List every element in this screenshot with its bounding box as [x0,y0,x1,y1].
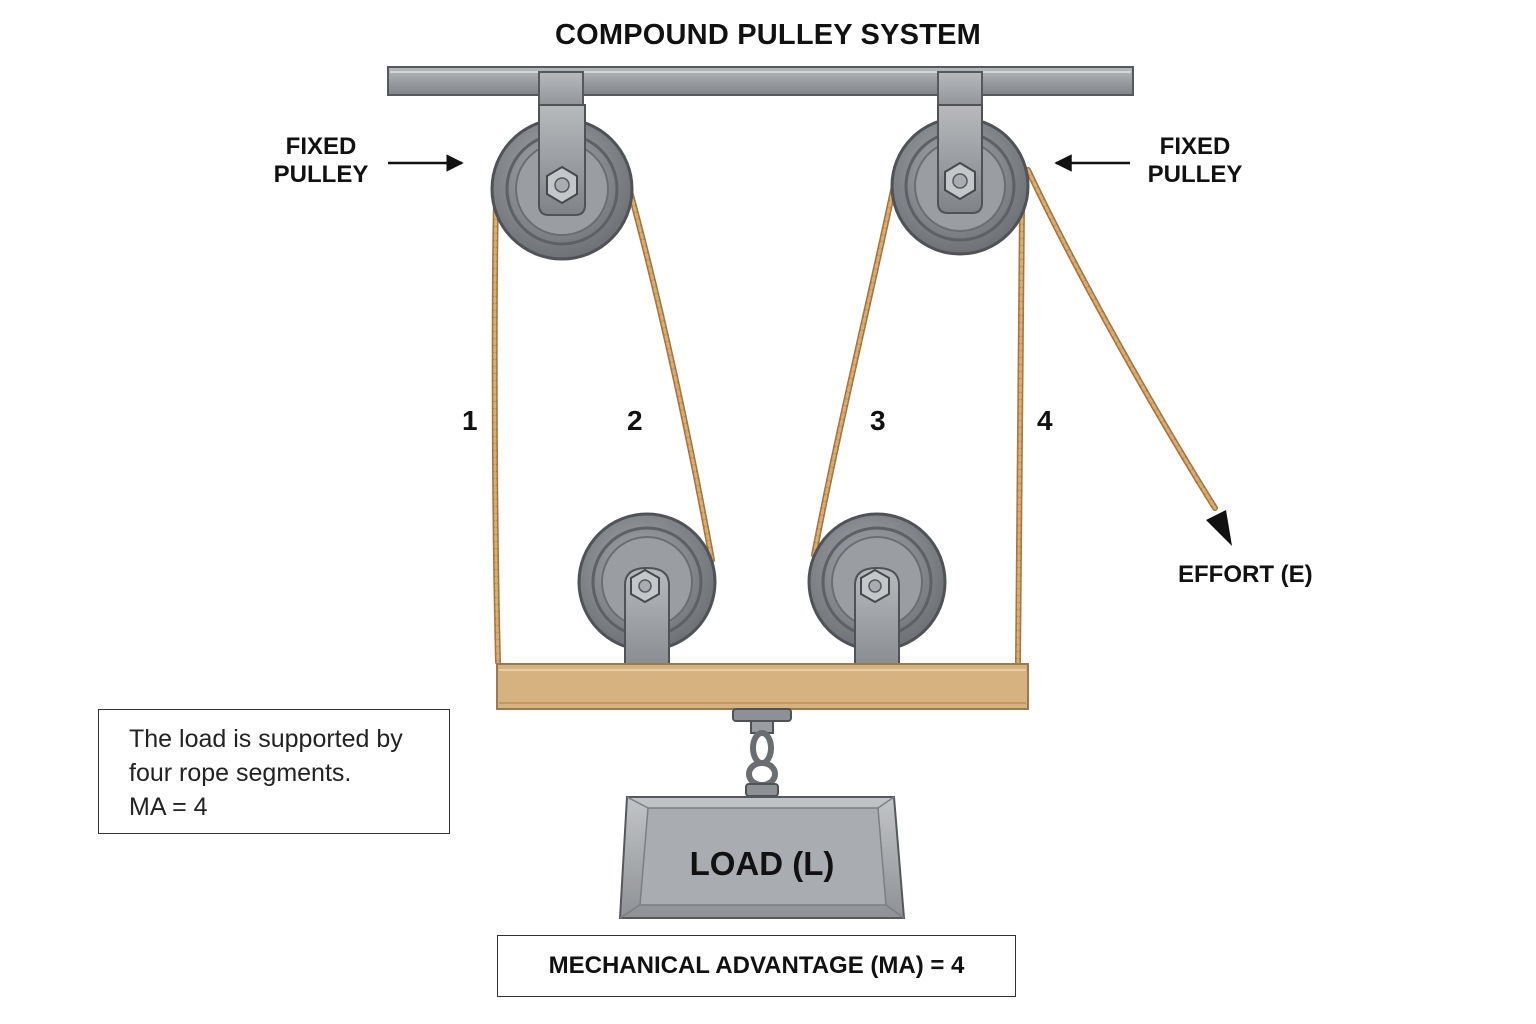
rope [491,167,1218,665]
mechanical-advantage-text: MECHANICAL ADVANTAGE (MA) = 4 [548,952,965,979]
hex-bolt-icon [630,568,660,604]
hex-bolt-icon [944,161,976,201]
hex-bolt-icon [546,165,578,205]
load-block [618,796,906,919]
ceiling-beam [387,66,1134,96]
fixed-pulley-right [890,71,1030,256]
note-line: four rope segments. [129,759,352,787]
note-line: The load is supported by [129,725,403,753]
note-line: MA = 4 [129,793,208,821]
page-title: COMPOUND PULLEY SYSTEM [554,19,982,51]
fixed-pulley-left-label: FIXED PULLEY [256,133,386,190]
wooden-crossbar [496,663,1029,710]
fixed-pulley-right-label-line: FIXED [1159,133,1231,160]
rope-segment-label-2: 2 [627,405,643,436]
hex-bolt-icon [860,568,890,604]
movable-pulley-left [577,512,717,689]
movable-pulley-right [807,512,947,689]
fixed-pulley-left-label-line: FIXED [285,133,357,160]
fixed-pulley-right-label-line: PULLEY [1147,161,1243,189]
rope-segment-label-4: 4 [1037,405,1053,436]
mechanical-advantage-box: MECHANICAL ADVANTAGE (MA) = 4 [497,935,1016,997]
rope-segment-label-3: 3 [870,405,886,436]
note-box: The load is supported by four rope segme… [98,709,450,834]
effort-arrowhead [1206,510,1232,546]
chain-link-icon [732,708,792,797]
rope-segment-label-1: 1 [462,405,478,436]
fixed-pulley-left-label-line: PULLEY [273,161,369,189]
load-label: LOAD (L) [689,845,835,882]
effort-label: EFFORT (E) [1178,561,1313,588]
fixed-pulley-right-label: FIXED PULLEY [1130,133,1260,190]
fixed-pulley-left [490,71,634,261]
